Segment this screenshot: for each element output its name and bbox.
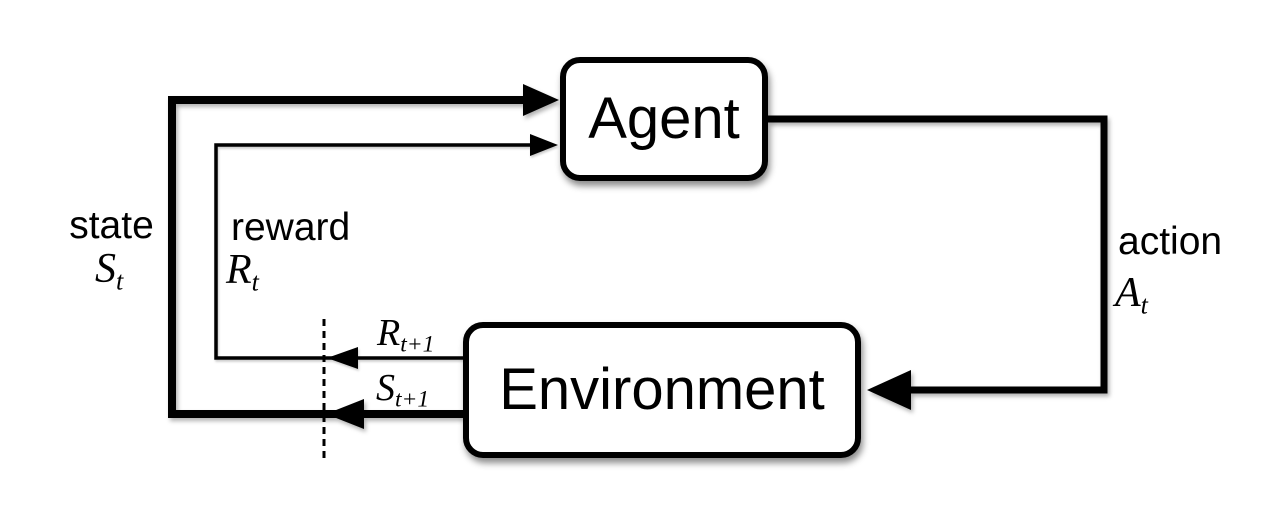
action-symbol-base: A — [1115, 270, 1141, 316]
state-symbol-subscript: t — [116, 266, 124, 296]
reward-symbol-base: R — [226, 247, 252, 293]
state-edge — [168, 84, 559, 429]
environment-node: Environment — [463, 322, 861, 458]
reward-symbol-subscript: t — [251, 267, 259, 297]
next-reward-symbol: Rt+1 — [377, 312, 434, 356]
next-state-symbol: St+1 — [376, 367, 429, 411]
action-edge-line — [768, 115, 1108, 394]
action-word-label: action — [1118, 220, 1223, 263]
next-state-symbol-subscript: t+1 — [395, 386, 430, 413]
next-state-arrowhead-at-boundary — [326, 399, 364, 429]
environment-node-label: Environment — [499, 357, 825, 422]
reward-symbol: Rt — [226, 247, 259, 295]
reward-edge — [214, 134, 558, 369]
state-arrowhead-into-agent — [523, 84, 559, 116]
state-symbol: St — [95, 246, 123, 294]
state-edge-line — [168, 96, 526, 418]
action-symbol-subscript: t — [1140, 290, 1148, 320]
state-word-label: state — [69, 204, 154, 247]
next-reward-symbol-subscript: t+1 — [400, 331, 435, 358]
next-reward-symbol-base: R — [377, 312, 401, 354]
state-symbol-base: S — [95, 246, 116, 292]
next-reward-arrowhead-at-boundary — [327, 347, 358, 369]
action-edge — [768, 115, 1108, 410]
action-symbol: At — [1115, 270, 1148, 318]
reward-arrowhead-into-agent — [530, 134, 558, 156]
next-state-symbol-base: S — [376, 367, 395, 409]
agent-node-label: Agent — [588, 86, 740, 151]
reward-word-label: reward — [231, 206, 351, 249]
agent-node: Agent — [560, 57, 768, 181]
action-arrowhead-into-environment — [867, 370, 911, 410]
